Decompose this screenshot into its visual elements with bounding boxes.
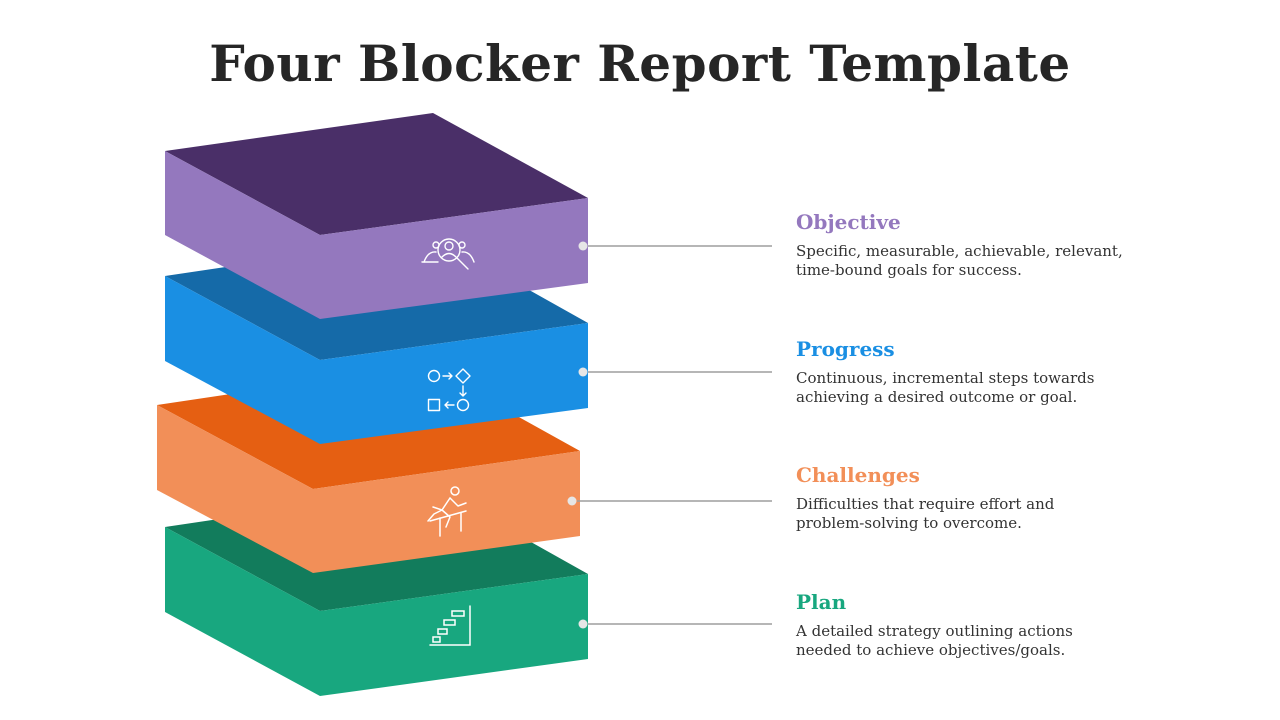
- block-objective-top: [165, 113, 588, 235]
- block-progress-front: [320, 323, 588, 444]
- page-title: Four Blocker Report Template: [209, 34, 1071, 93]
- block-plan-front: [320, 574, 588, 696]
- hurdle-runner-icon: [427, 486, 467, 537]
- block-objective: [165, 113, 772, 319]
- item-progress-description: Continuous, incremental steps towards ac…: [796, 369, 1095, 406]
- block-objective-front: [320, 198, 588, 319]
- process-flow-icon: [427, 368, 471, 412]
- gantt-chart-icon: [429, 605, 471, 646]
- item-progress-title: Progress: [796, 337, 895, 361]
- connector-dot-progress: [578, 367, 588, 377]
- item-objective-description: Specific, measurable, achievable, releva…: [796, 242, 1123, 279]
- item-plan: Plan A detailed strategy outlining actio…: [796, 590, 1126, 660]
- connector-dot-objective: [578, 241, 588, 251]
- person-search-icon: [421, 238, 475, 270]
- connector-dot-challenges: [567, 496, 577, 506]
- item-challenges: Challenges Difficulties that require eff…: [796, 463, 1126, 533]
- item-progress: Progress Continuous, incremental steps t…: [796, 337, 1126, 407]
- item-plan-title: Plan: [796, 590, 847, 614]
- block-plan-left: [165, 527, 320, 696]
- item-challenges-title: Challenges: [796, 463, 920, 487]
- item-challenges-description: Difficulties that require effort and pro…: [796, 495, 1055, 532]
- item-plan-description: A detailed strategy outlining actions ne…: [796, 622, 1073, 659]
- connector-dot-plan: [578, 619, 588, 629]
- item-objective: Objective Specific, measurable, achievab…: [796, 210, 1126, 280]
- block-progress-left: [165, 276, 320, 444]
- block-challenges-left: [157, 405, 313, 573]
- block-challenges-front: [313, 451, 580, 573]
- block-objective-left: [165, 151, 320, 319]
- item-objective-title: Objective: [796, 210, 901, 234]
